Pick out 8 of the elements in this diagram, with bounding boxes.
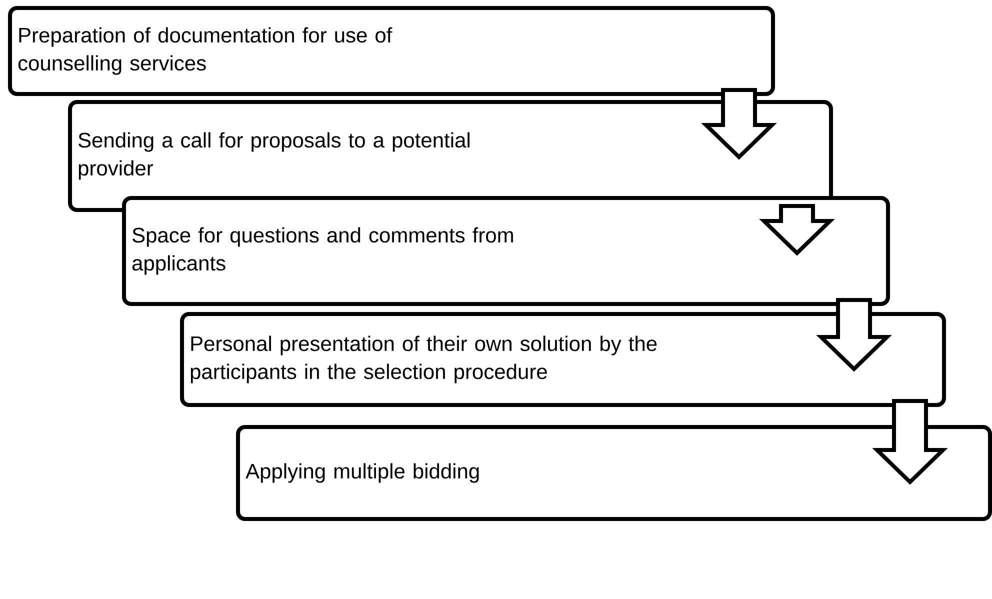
process-box: Personal presentation of their own solution by the participants in the selection procedure bbox=[180, 312, 946, 407]
block-arrow bbox=[759, 204, 835, 256]
block-arrow bbox=[701, 88, 777, 160]
process-box: Applying multiple bidding bbox=[236, 425, 992, 521]
process-box: Preparation of documentation for use of counselling services bbox=[8, 6, 775, 96]
block-arrow bbox=[816, 298, 892, 372]
process-box: Space for questions and comments from applicants bbox=[122, 196, 890, 306]
block-arrow bbox=[872, 399, 948, 485]
